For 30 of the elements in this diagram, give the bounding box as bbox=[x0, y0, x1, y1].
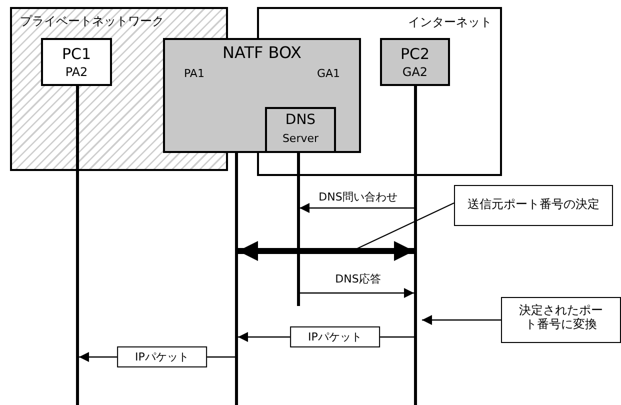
node-title: PC1 bbox=[60, 46, 92, 64]
address-label: GA2 bbox=[401, 66, 429, 80]
server-box bbox=[265, 107, 336, 153]
lifeline bbox=[414, 86, 417, 405]
node-title: PC2 bbox=[399, 46, 431, 64]
message-arrow bbox=[300, 203, 414, 213]
node-title: NATF BOX bbox=[222, 44, 302, 62]
pc-box bbox=[41, 38, 112, 86]
lifeline bbox=[297, 153, 300, 306]
note-text: 決定されたポート番号に変換 bbox=[518, 304, 604, 332]
lifeline bbox=[235, 153, 238, 405]
arrow bbox=[422, 315, 501, 325]
port-label: PA1 bbox=[184, 68, 204, 81]
pc-box bbox=[380, 38, 450, 86]
edge-label: IPパケット bbox=[117, 346, 207, 368]
edge-label: DNS問い合わせ bbox=[316, 190, 400, 204]
port-label: GA1 bbox=[316, 68, 340, 81]
node-subtitle: Server bbox=[281, 133, 320, 146]
edge-label: DNS応答 bbox=[333, 272, 383, 286]
region-title: プライベートネットワーク bbox=[20, 15, 164, 29]
note-box bbox=[454, 185, 613, 226]
address-label: PA2 bbox=[64, 66, 89, 80]
message-arrow bbox=[300, 288, 414, 298]
edge-label: IPパケット bbox=[290, 326, 380, 348]
note-box bbox=[501, 297, 621, 343]
lifeline bbox=[76, 86, 79, 405]
double-arrow bbox=[238, 241, 414, 261]
note-text: 送信元ポート番号の決定 bbox=[466, 198, 600, 212]
node-title: DNS bbox=[284, 112, 317, 128]
region-title: インターネット bbox=[408, 16, 492, 30]
